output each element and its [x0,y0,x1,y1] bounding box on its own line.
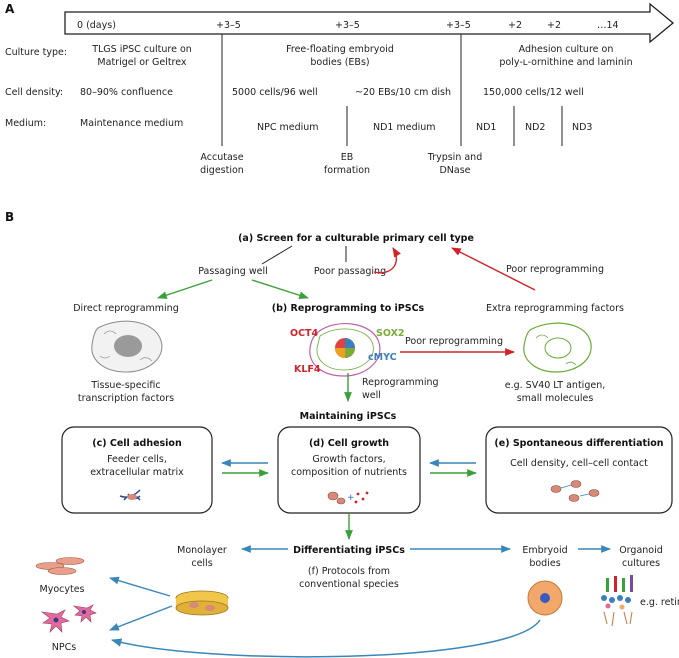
monolayer-a: Monolayer [177,545,227,556]
event-accutase-a: Accutase [200,152,243,163]
culture-eb-b: bodies (EBs) [310,57,369,68]
to-myocytes-arrow [109,576,171,597]
event-eb-b: formation [324,165,370,176]
screen-title: (a) Screen for a culturable primary cell… [238,233,474,244]
organoid-a: Organoid [619,545,663,556]
factor-sox2: SOX2 [376,328,405,339]
factor-klf4: KLF4 [294,364,321,375]
culture-tlgs: TLGS iPSC culture on [91,44,192,55]
density-4: 150,000 cells/12 well [483,87,584,98]
culture-matrigel: Matrigel or Geltrex [97,57,187,68]
row-label-medium: Medium: [5,118,46,129]
density-2: 5000 cells/96 well [232,87,318,98]
timeline-end: …14 [597,20,619,31]
passaging-well: Passaging well [198,266,267,277]
myocytes-label: Myocytes [40,584,85,595]
timeline-step-2: +3–5 [335,20,360,31]
panel-a-label: A [5,2,15,16]
cell-contact-illustration [550,480,600,502]
maintaining-ipscs: Maintaining iPSCs [300,411,397,422]
reprogramming-to-ipscs: (b) Reprogramming to iPSCs [272,303,425,314]
to-ipsc-reprogramming-arrow [251,279,309,300]
medium-5: ND2 [525,122,545,133]
eb-to-npcs-arrow [110,619,541,658]
monolayer-b: cells [191,558,212,569]
timeline-step-1: +3–5 [216,20,241,31]
retry-screen-arrow [451,247,536,291]
cell-adhesion-l1: Feeder cells, [107,454,167,465]
medium-6: ND3 [572,122,592,133]
embryoid-body-illustration [527,580,563,616]
to-direct-reprogramming-arrow [157,279,213,299]
density-1: 80–90% confluence [80,87,173,98]
timeline-day-0: 0 (days) [77,20,116,31]
panel-b-label: B [5,210,14,224]
tissue-cell-illustration [91,320,163,373]
cell-growth-title: (d) Cell growth [309,438,389,449]
row-label-culture-type: Culture type: [5,47,67,58]
factor-cmyc: cMYC [368,352,397,363]
timeline-step-3: +3–5 [446,20,471,31]
protocols-a: (f) Protocols from [308,566,390,577]
eg-sv40-b: small molecules [517,393,594,404]
medium-3: ND1 medium [373,122,436,133]
differentiating-ipscs: Differentiating iPSCs [293,545,405,556]
cell-growth-l2: composition of nutrients [291,467,407,478]
cell-adhesion-title: (c) Cell adhesion [92,438,182,449]
spontaneous-l1: Cell density, cell–cell contact [510,458,648,469]
culture-adhesion-b: poly-ʟ-ornithine and laminin [499,57,632,68]
density-3: ~20 EBs/10 cm dish [355,87,451,98]
spontaneous-title: (e) Spontaneous differentiation [494,438,663,449]
poor-reprogramming-top: Poor reprogramming [506,264,604,275]
factor-oct4: OCT4 [290,328,319,339]
event-accutase-b: digestion [200,165,244,176]
event-eb-a: EB [341,152,354,163]
retina-organoid-illustration [601,575,633,627]
branch-line-left [261,245,293,265]
culture-adhesion-a: Adhesion culture on [519,44,614,55]
timeline-step-5: +2 [547,20,561,31]
tissue-specific-a: Tissue-specific [90,380,160,391]
row-label-cell-density: Cell density: [5,87,63,98]
protocols-b: conventional species [299,579,399,590]
cell-adhesion-box [61,426,213,514]
npcs-label: NPCs [52,642,76,653]
timeline-arrow [64,2,675,44]
medium-4: ND1 [476,122,496,133]
embryoid-a: Embryoid [522,545,567,556]
timeline-step-4: +2 [508,20,522,31]
cell-growth-box [277,426,421,514]
npcs-illustration [40,604,97,633]
poor-passaging: Poor passaging [314,266,386,277]
event-trypsin-b: DNase [439,165,470,176]
eg-retina: e.g. retina [640,597,679,608]
medium-2: NPC medium [257,122,319,133]
reprogramming-well-b: well [362,390,381,401]
extra-reprogramming-factors: Extra reprogramming factors [486,303,624,314]
embryoid-b: bodies [529,558,560,569]
ipsc-reprogramming-cell [309,323,381,377]
direct-reprogramming: Direct reprogramming [73,303,179,314]
medium-1: Maintenance medium [80,118,183,129]
poor-passaging-loop-arrow [373,247,401,274]
extra-factors-cell-illustration [523,322,592,373]
culture-eb-a: Free-floating embryoid [286,44,394,55]
monolayer-dish-illustration [175,590,229,616]
feeder-cells-illustration [119,489,141,501]
eg-sv40-a: e.g. SV40 LT antigen, [505,380,606,391]
cell-adhesion-l2: extracellular matrix [90,467,184,478]
growth-factors-illustration: + [327,491,369,505]
tissue-specific-b: transcription factors [78,393,174,404]
poor-reprogramming-mid: Poor reprogramming [405,336,503,347]
to-npcs-arrow [109,605,173,631]
myocytes-illustration [35,557,85,575]
organoid-b: cultures [622,558,660,569]
svg-text:+: + [347,493,355,503]
spontaneous-differentiation-box [485,426,673,514]
reprogramming-well-a: Reprogramming [362,377,439,388]
event-trypsin-a: Trypsin and [427,152,482,163]
cell-growth-l1: Growth factors, [312,454,385,465]
